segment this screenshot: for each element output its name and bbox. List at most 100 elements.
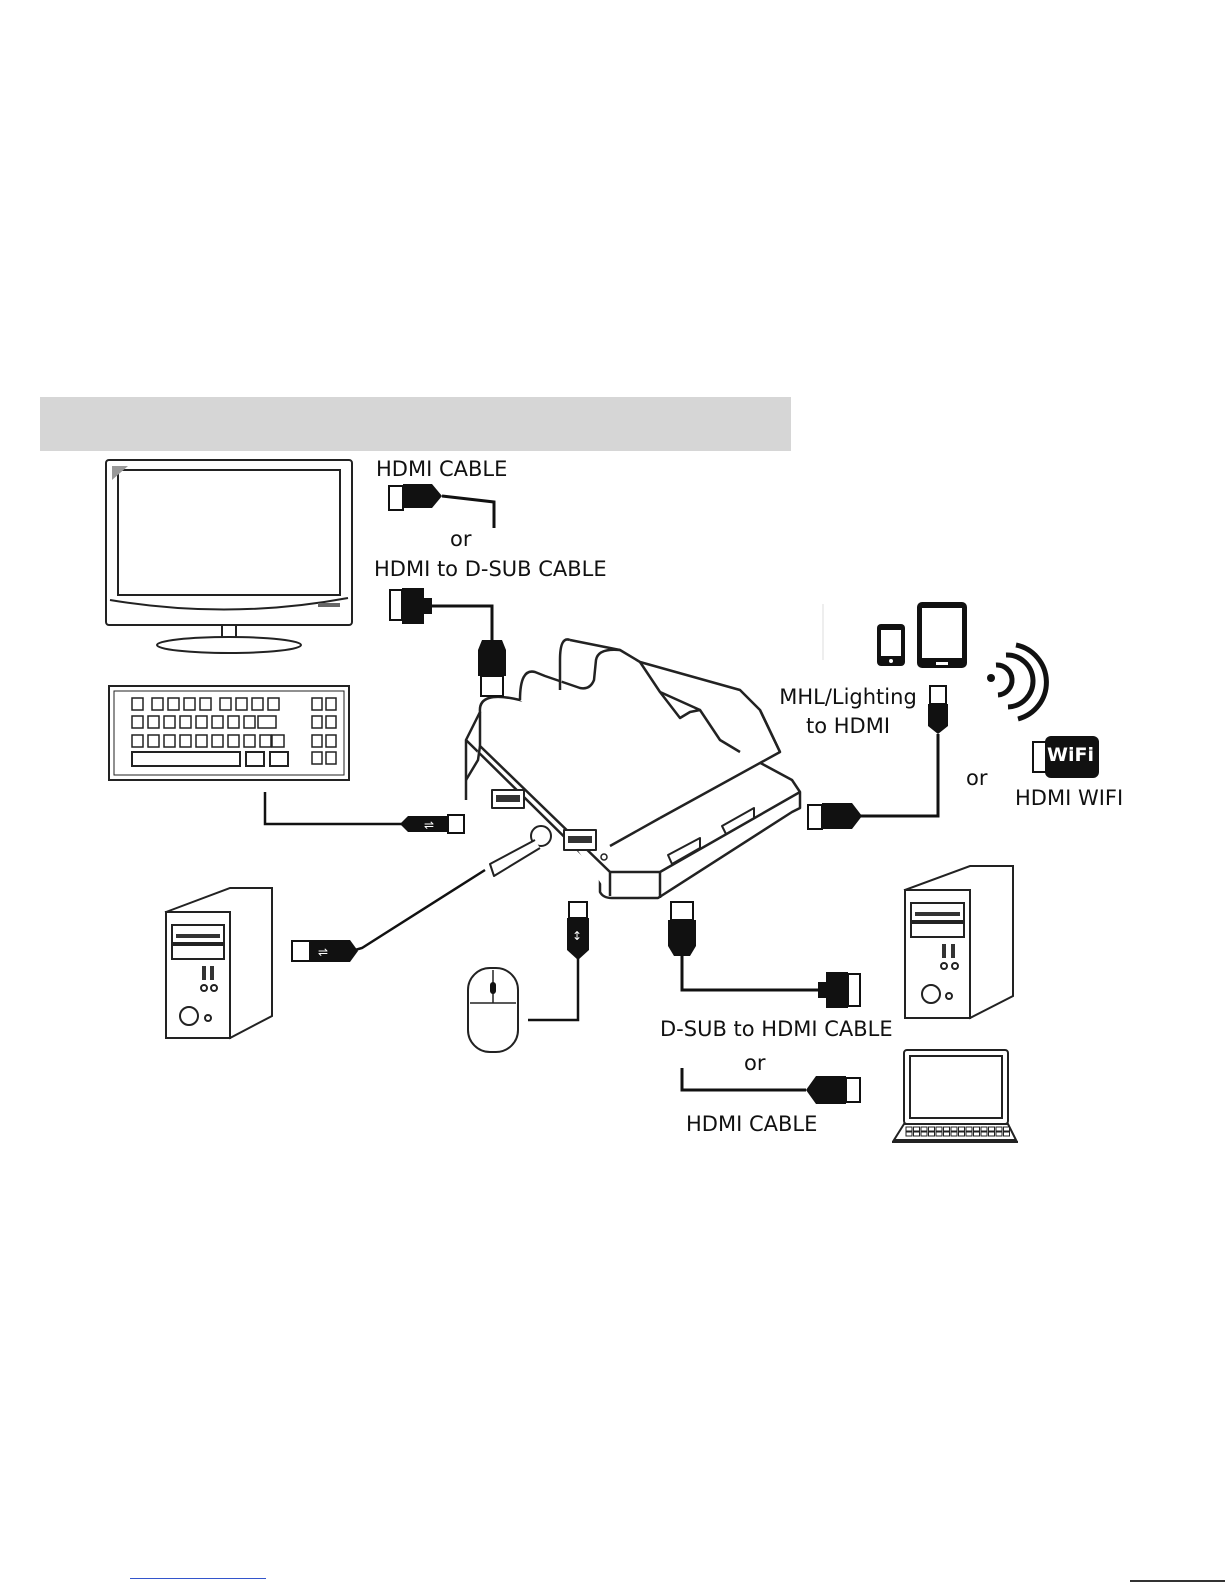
keyboard-key bbox=[148, 716, 159, 728]
keyboard-key bbox=[228, 716, 239, 728]
pc-usb-cable bbox=[355, 870, 485, 950]
keyboard-key bbox=[212, 735, 223, 747]
laptop-key bbox=[1004, 1132, 1010, 1136]
laptop-key bbox=[966, 1127, 972, 1131]
keyboard-key bbox=[168, 698, 179, 710]
laptop-key bbox=[936, 1132, 942, 1136]
laptop-key bbox=[906, 1132, 912, 1136]
keyboard-key bbox=[326, 735, 336, 747]
keyboard-key bbox=[180, 735, 191, 747]
keyboard-key bbox=[312, 752, 322, 764]
keyboard-key bbox=[228, 735, 239, 747]
docking-station-icon bbox=[466, 639, 800, 898]
laptop-key bbox=[936, 1127, 942, 1131]
laptop-key bbox=[921, 1132, 927, 1136]
keyboard-key bbox=[312, 716, 322, 728]
laptop-key bbox=[944, 1132, 950, 1136]
keyboard-key bbox=[148, 735, 159, 747]
wifi-signal-icon bbox=[987, 645, 1046, 719]
keyboard-key bbox=[132, 735, 143, 747]
keyboard-key bbox=[326, 752, 336, 764]
hdmi-connector-icon bbox=[806, 1076, 860, 1104]
dsub-cable-line-bottom bbox=[682, 956, 820, 990]
keyboard-key bbox=[260, 735, 271, 747]
hdmi-cable-label-bottom: HDMI CABLE bbox=[686, 1112, 817, 1136]
mhl-label-line1: MHL/Lighting bbox=[770, 685, 926, 709]
keyboard-key bbox=[152, 698, 163, 710]
keyboard-key bbox=[312, 698, 322, 710]
keyboard-key bbox=[212, 716, 223, 728]
desktop-pc-icon bbox=[166, 888, 272, 1038]
hdmi-cable-line-top bbox=[442, 496, 494, 528]
laptop-key bbox=[966, 1132, 972, 1136]
hdmi-wifi-label: HDMI WIFI bbox=[1015, 786, 1123, 810]
hdmi-to-dsub-label: HDMI to D-SUB CABLE bbox=[374, 557, 607, 581]
hdmi-connector-icon bbox=[389, 484, 442, 510]
keyboard-key bbox=[132, 698, 143, 710]
keyboard-key bbox=[196, 735, 207, 747]
laptop-key bbox=[981, 1127, 987, 1131]
mhl-label-line2: to HDMI bbox=[770, 714, 926, 738]
keyboard-key bbox=[200, 698, 211, 710]
keyboard-key bbox=[164, 716, 175, 728]
laptop-key bbox=[974, 1132, 980, 1136]
keyboard-key bbox=[258, 716, 276, 728]
svg-text:⇌: ⇌ bbox=[424, 818, 434, 832]
monitor-icon bbox=[106, 460, 352, 653]
dsub-to-hdmi-label: D-SUB to HDMI CABLE bbox=[660, 1017, 893, 1041]
hdmi-connector-icon bbox=[928, 686, 948, 734]
keyboard-key bbox=[196, 716, 207, 728]
or-label-top: or bbox=[450, 527, 471, 551]
laptop-key bbox=[914, 1132, 920, 1136]
laptop-key bbox=[944, 1127, 950, 1131]
mhl-cable-line bbox=[860, 734, 938, 816]
laptop-icon bbox=[892, 1050, 1018, 1142]
laptop-key bbox=[981, 1132, 987, 1136]
keyboard-key bbox=[220, 698, 231, 710]
keyboard-key bbox=[252, 698, 263, 710]
laptop-key bbox=[989, 1132, 995, 1136]
laptop-key bbox=[914, 1127, 920, 1131]
laptop-key bbox=[929, 1132, 935, 1136]
keyboard-key bbox=[180, 716, 191, 728]
keyboard-key bbox=[312, 735, 322, 747]
laptop-key bbox=[996, 1127, 1002, 1131]
dsub-connector-icon bbox=[818, 972, 860, 1008]
dsub-cable-line-top bbox=[432, 606, 492, 640]
keyboard-key bbox=[132, 716, 143, 728]
footer-rule-right bbox=[1130, 1580, 1225, 1582]
laptop-key bbox=[929, 1127, 935, 1131]
mouse-cable bbox=[528, 958, 578, 1020]
laptop-key bbox=[951, 1127, 957, 1131]
hdmi-connector-icon bbox=[668, 902, 696, 956]
keyboard-key bbox=[244, 735, 255, 747]
keyboard-key bbox=[326, 716, 336, 728]
svg-text:↕: ↕ bbox=[572, 929, 582, 943]
usb-connector-icon: ⇌ bbox=[292, 940, 358, 962]
laptop-key bbox=[921, 1127, 927, 1131]
keyboard-key bbox=[272, 735, 284, 747]
usb-connector-icon: ⇌ bbox=[400, 815, 464, 833]
hdmi-connector-icon bbox=[478, 640, 506, 696]
laptop-key bbox=[906, 1127, 912, 1131]
keyboard-cable bbox=[265, 792, 410, 824]
dsub-connector-icon bbox=[390, 588, 432, 624]
keyboard-key bbox=[236, 698, 247, 710]
or-label-right: or bbox=[966, 766, 987, 790]
laptop-key bbox=[989, 1127, 995, 1131]
laptop-key bbox=[959, 1127, 965, 1131]
usb-connector-icon: ↕ bbox=[567, 902, 589, 960]
laptop-key bbox=[996, 1132, 1002, 1136]
keyboard-key bbox=[184, 698, 195, 710]
laptop-key bbox=[951, 1132, 957, 1136]
keyboard-key bbox=[268, 698, 279, 710]
laptop-key bbox=[974, 1127, 980, 1131]
phone-icon bbox=[877, 624, 905, 666]
or-label-bottom: or bbox=[744, 1051, 765, 1075]
footer-rule-left bbox=[130, 1578, 266, 1579]
keyboard-key bbox=[326, 698, 336, 710]
keyboard-icon bbox=[109, 686, 349, 780]
laptop-key bbox=[1004, 1127, 1010, 1131]
svg-text:⇌: ⇌ bbox=[318, 945, 328, 959]
